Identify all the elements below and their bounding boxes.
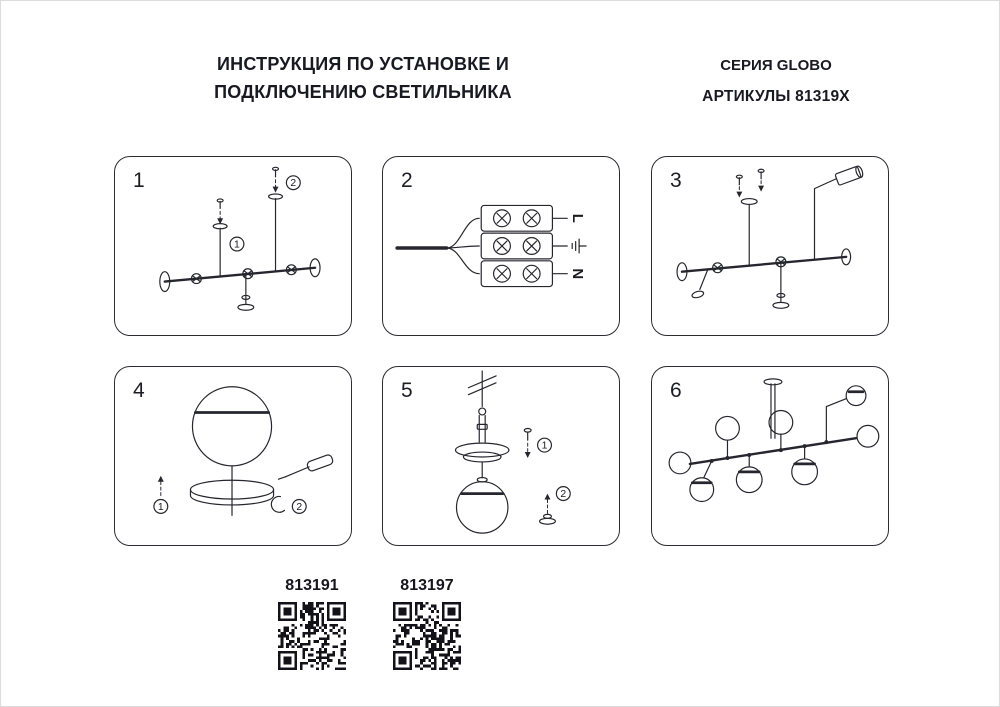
step-number-1: 1 <box>133 169 145 192</box>
step6-drawing <box>668 378 880 503</box>
retaining-clip <box>270 495 286 513</box>
rod-right <box>268 166 284 272</box>
terminal-row-neutral <box>480 260 568 288</box>
step-number-6: 6 <box>670 379 682 402</box>
joint-dots <box>709 440 829 463</box>
page-title: ИНСТРУКЦИЯ ПО УСТАНОВКЕ И ПОДКЛЮЧЕНИЮ СВ… <box>159 51 567 107</box>
rod-left <box>212 198 228 278</box>
callout-2: 2 <box>285 175 301 191</box>
step-number-2: 2 <box>401 169 413 192</box>
step-number-5: 5 <box>401 379 413 402</box>
socket-connectors <box>190 264 297 285</box>
neutral-label: N <box>569 268 585 279</box>
callout-2-number: 2 <box>290 178 296 189</box>
page-title-line1: ИНСТРУКЦИЯ ПО УСТАНОВКЕ И <box>217 54 509 74</box>
callout-1-number: 1 <box>158 502 164 513</box>
callout-2-number: 2 <box>296 502 302 513</box>
step-panel-6: 6 <box>651 366 889 546</box>
qr-code-2 <box>393 602 461 670</box>
lower-rod <box>476 461 488 483</box>
top-right-arm <box>825 385 867 443</box>
callout-1: 1 <box>153 475 169 514</box>
step-number-4: 4 <box>133 379 145 402</box>
right-arm-shade <box>813 165 864 260</box>
qr-block-813197: 813197 <box>392 577 462 670</box>
main-bar <box>688 437 858 466</box>
step-panel-5: 5 1 <box>382 366 620 546</box>
screw-and-callout-1: 1 <box>523 427 553 458</box>
step-panel-2: 2 <box>382 156 620 336</box>
ceiling-cable <box>467 370 497 416</box>
main-bar <box>676 248 852 282</box>
left-drop-disc <box>691 269 709 299</box>
step3-drawing <box>676 165 864 309</box>
qr-label-1: 813191 <box>285 577 339 594</box>
trim-ring <box>189 479 275 506</box>
globe-shade <box>455 481 509 534</box>
line-label: L <box>569 214 585 223</box>
globes <box>668 409 880 503</box>
qr-code-1 <box>278 602 346 670</box>
callout-1-number: 1 <box>542 441 548 452</box>
hanging-stem <box>772 261 790 309</box>
step2-drawing: L N <box>395 204 587 288</box>
step-number-3: 3 <box>670 169 682 192</box>
screwdriver-icon <box>277 454 334 480</box>
qr-label-2: 813197 <box>400 577 454 594</box>
terminal-row-line <box>480 204 568 232</box>
hanging-stem <box>237 274 255 311</box>
step4-drawing: 1 2 <box>153 386 334 516</box>
central-rod-canopy <box>735 168 765 267</box>
terminal-row-ground <box>480 232 568 260</box>
callout-2: 2 <box>291 498 307 514</box>
series-block: СЕРИЯ GLOBO АРТИКУЛЫ 81319X <box>656 57 896 106</box>
callout-2-number: 2 <box>560 489 566 500</box>
page-title-line2: ПОДКЛЮЧЕНИЮ СВЕТИЛЬНИКА <box>214 81 512 102</box>
suspension-rod <box>476 414 488 443</box>
series-label: СЕРИЯ GLOBO <box>720 57 832 74</box>
step1-drawing: 2 1 <box>159 166 321 311</box>
canopy-and-rod <box>763 378 783 439</box>
step5-drawing: 1 2 <box>454 370 571 534</box>
supply-cable <box>395 217 480 275</box>
articles-label: АРТИКУЛЫ 81319X <box>702 88 850 105</box>
canopy <box>454 442 510 463</box>
step-panel-4: 4 1 <box>114 366 352 546</box>
callout-1-number: 1 <box>234 239 240 250</box>
callout-2: 2 <box>538 486 571 525</box>
callout-1: 1 <box>229 236 245 252</box>
globe-shade <box>191 386 273 516</box>
qr-block-813191: 813191 <box>277 577 347 670</box>
main-bar <box>159 258 321 293</box>
step-panel-1: 1 <box>114 156 352 336</box>
earth-ground-icon <box>571 238 587 254</box>
step-panel-3: 3 <box>651 156 889 336</box>
